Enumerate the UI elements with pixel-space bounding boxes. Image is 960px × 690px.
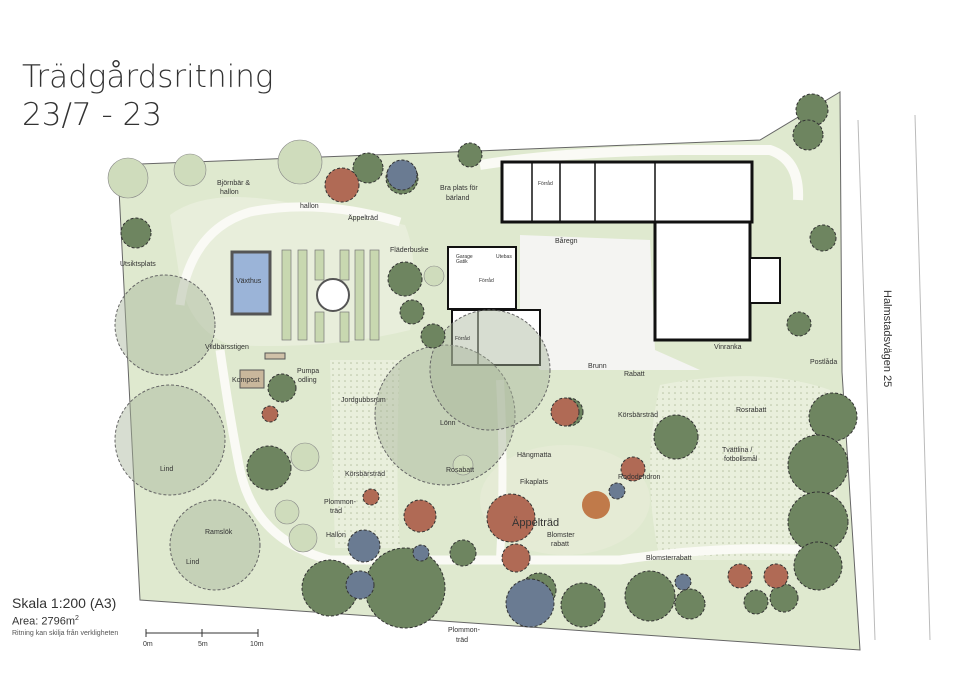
label-utebas: Utebas (496, 254, 512, 260)
label-plommon-1: Plommon- (324, 499, 357, 506)
label-rabatt: Rabatt (624, 371, 645, 378)
label-forrad-2: Förråd (455, 335, 470, 342)
road-edge-line (857, 119, 876, 641)
label-lind-1: Lind (160, 466, 173, 473)
porch (749, 257, 781, 304)
strawberry-area (330, 360, 400, 548)
fruit-trees-red (261, 167, 789, 589)
label-jordgubbsrum: Jordgubbsrum (341, 397, 386, 404)
label-vinranka: Vinranka (714, 344, 742, 351)
title-line-1: Trädgårdsritning (22, 59, 274, 95)
label-kompost: Kompost (232, 377, 260, 384)
label-plommon-1b: träd (330, 508, 342, 515)
vegetable-beds (281, 249, 380, 343)
label-lind-2: Lind (186, 559, 199, 566)
label-hallon: hallon (300, 203, 319, 210)
scale-info: Skala 1:200 (A3) Area: 2796m2 Ritning ka… (12, 594, 118, 639)
label-appeltrad-top: Äppelträd (348, 214, 378, 222)
label-blomsterrabatt: Blomsterrabatt (646, 555, 692, 562)
path (215, 349, 811, 565)
disclaimer: Ritning kan skilja från verkligheten (12, 629, 119, 637)
path (175, 202, 402, 306)
label-brunn: Brunn (588, 363, 607, 370)
house-building (500, 160, 754, 224)
greenhouse (230, 250, 272, 316)
green-trees (120, 93, 858, 629)
area-text: Area: 2796m2 (12, 612, 118, 629)
label-baregn: Båregn (555, 237, 578, 245)
house-extension (653, 220, 752, 342)
scale-text: Skala 1:200 (A3) (12, 595, 117, 611)
label-fladerbuske: Fläderbuske (390, 247, 429, 254)
label-hangmatta: Hängmatta (517, 452, 551, 459)
rododendron-bush (582, 491, 610, 519)
garage-building (447, 246, 517, 310)
compost-bin (239, 369, 265, 389)
label-vaxthus: Växthus (236, 278, 262, 285)
scale-bar: 0m 5m 10m (143, 629, 264, 648)
label-blomster-rabatt-2: rabatt (551, 541, 569, 548)
title-line-2: 23/7 - 23 (22, 97, 162, 133)
label-blomster-rabatt: Blomster (547, 532, 575, 539)
path (479, 145, 804, 201)
label-forrad-3: Förråd (538, 180, 553, 187)
label-fikaplats: Fikaplats (520, 479, 549, 486)
area-value: Area: 2796m (12, 615, 75, 628)
label-rosrabatt: Rosrabatt (736, 407, 766, 414)
label-hallon-2: Hallon (326, 532, 346, 539)
label-appeltrad-big: Äppelträd (512, 517, 559, 529)
label-plommon-2b: träd (456, 637, 468, 644)
round-bed (316, 278, 350, 312)
map-labels: Björnbär & hallon hallon Äppelträd Bra p… (120, 180, 837, 644)
label-plommon-2: Plommon- (448, 627, 481, 634)
label-pumpa-2: odling (298, 377, 317, 384)
page-title: Trädgårdsritning 23/7 - 23 (22, 58, 273, 134)
blue-trees (345, 159, 692, 628)
label-utsiktsplats: Utsiktsplats (120, 261, 156, 268)
scale-tick-5: 5m (198, 641, 208, 648)
bench (264, 352, 286, 360)
road-edge-line (914, 114, 931, 641)
label-postlada: Postlåda (810, 358, 837, 366)
label-bra-plats: Bra plats för (440, 185, 478, 192)
label-bjornbar-2: hallon (220, 189, 239, 196)
large-trees (114, 274, 551, 591)
label-bra-plats-2: bärland (446, 195, 469, 202)
label-tvattlina-2: fotbollsmål (724, 455, 758, 463)
label-rododendron: Rododendron (618, 474, 661, 481)
shed-building (451, 309, 541, 366)
label-garage: Garage (456, 254, 473, 260)
label-korsbarstrad-2: Körsbärsträd (618, 412, 658, 419)
label-gatik: Gatik (456, 259, 468, 265)
driveway (520, 235, 700, 370)
road-label: Halmstadsvägen 25 (881, 290, 893, 387)
area-unit-sup: 2 (74, 615, 79, 622)
light-bushes (107, 139, 474, 553)
scale-tick-0: 0m (143, 641, 153, 648)
label-ramslok: Ramslök (205, 529, 233, 536)
scale-tick-10: 10m (250, 641, 264, 648)
label-pumpa: Pumpa (297, 368, 319, 375)
label-forrad-1: Förråd (479, 277, 494, 284)
label-bjornbar: Björnbär & (217, 180, 250, 187)
label-tvattlina: Tvättlina / (722, 447, 752, 454)
label-korsbarstrad-1: Körsbärsträd (345, 471, 385, 478)
label-vildbarsstigen: Vildbärsstigen (205, 344, 249, 351)
label-lonn: Lönn (440, 420, 456, 427)
label-rosabatt: Rosabatt (446, 467, 474, 474)
